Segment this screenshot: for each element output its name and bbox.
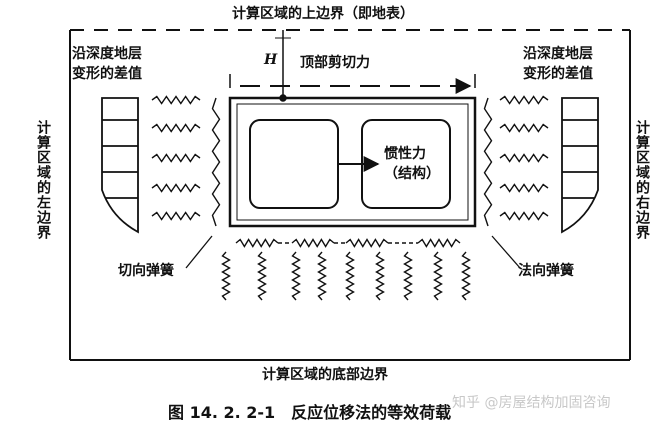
right-horizontal-spring	[499, 211, 549, 221]
left-horizontal-spring	[151, 183, 201, 193]
h-label: H	[264, 52, 278, 68]
right-horizontal-spring	[499, 123, 549, 133]
top-boundary-label: 计算区域的上边界（即地表）	[232, 6, 414, 22]
left-horizontal-spring	[151, 95, 201, 105]
bottom-normal-spring	[403, 251, 413, 301]
bottom-normal-spring	[345, 251, 355, 301]
bottom-normal-spring	[291, 251, 301, 301]
left-horizontal-spring	[151, 123, 201, 133]
bottom-shear-spring	[235, 238, 279, 248]
top-shear-label: 顶部剪切力	[300, 55, 370, 71]
left-horizontal-spring	[151, 153, 201, 163]
bottom-normal-spring	[461, 251, 471, 301]
figure-caption: 图 14. 2. 2-1 反应位移法的等效荷载	[168, 403, 452, 422]
bottom-normal-spring	[317, 251, 327, 301]
bottom-normal-spring	[257, 251, 267, 301]
h-dimension	[275, 30, 291, 102]
top-shear-arrows	[229, 74, 476, 94]
leader-lines	[185, 235, 521, 269]
right-horizontal-spring	[499, 95, 549, 105]
inertia-label: 惯性力 （结构）	[384, 146, 440, 182]
left-horizontal-spring	[151, 211, 201, 221]
right-horizontal-spring	[499, 153, 549, 163]
watermark: 知乎 @房屋结构加固咨询	[452, 395, 611, 411]
right-horizontal-spring	[499, 183, 549, 193]
bottom-shear-spring	[291, 238, 335, 248]
left-profile-label: 沿深度地层 变形的差值	[72, 46, 142, 82]
domain-boundary	[69, 29, 631, 361]
bottom-normal-spring	[221, 251, 231, 301]
right-wall-shear-spring	[483, 97, 493, 227]
bottom-normal-spring	[433, 251, 443, 301]
right-deformation-profile	[561, 97, 599, 234]
left-wall-shear-spring	[211, 97, 221, 227]
springs	[151, 95, 549, 301]
bottom-shear-spring	[417, 238, 461, 248]
left-deformation-profile	[101, 97, 139, 234]
left-boundary-label: 计算区域的左边界	[35, 120, 51, 240]
shear-spring-label: 切向弹簧	[118, 263, 174, 279]
right-boundary-label: 计算区域的右边界	[634, 120, 650, 240]
bottom-boundary-label: 计算区域的底部边界	[262, 367, 388, 383]
bottom-normal-spring	[375, 251, 385, 301]
normal-spring-label: 法向弹簧	[518, 263, 574, 279]
right-profile-label: 沿深度地层 变形的差值	[523, 46, 593, 82]
bottom-shear-spring	[345, 238, 389, 248]
